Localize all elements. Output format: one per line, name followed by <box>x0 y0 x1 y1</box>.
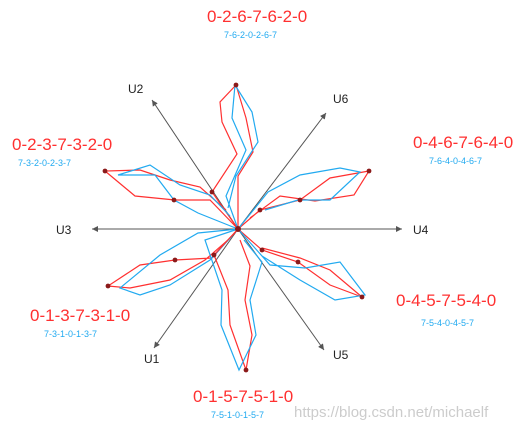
sequence-top-sub: 7-6-2-0-2-6-7 <box>224 30 278 40</box>
axis-label-u5: U5 <box>333 348 349 362</box>
sequence-upper-left-sub: 7-3-2-0-2-3-7 <box>18 158 72 168</box>
sequence-bottom-main: 0-1-5-7-5-1-0 <box>193 387 294 406</box>
axis-label-u4: U4 <box>413 223 429 237</box>
vertex-node <box>297 197 303 203</box>
sequence-upper-right-main: 0-4-6-7-6-4-0 <box>413 133 514 152</box>
sequence-lower-left-main: 0-1-3-7-3-1-0 <box>30 306 131 325</box>
vertex-node <box>257 207 263 213</box>
vertex-node <box>171 197 177 203</box>
sequence-upper-right-sub: 7-6-4-0-4-6-7 <box>429 156 483 166</box>
path-lower-right-sub <box>237 228 367 301</box>
sequence-lower-right-main: 0-4-5-7-5-4-0 <box>396 291 497 310</box>
vertex-node <box>211 252 217 258</box>
vertex-node <box>172 257 178 263</box>
vertex-node <box>259 247 265 253</box>
sequence-lower-left-sub: 7-3-1-0-1-3-7 <box>44 329 98 339</box>
path-upper-left-sub <box>117 164 239 230</box>
sequence-bottom-sub: 7-5-1-0-1-5-7 <box>211 410 265 420</box>
watermark: https://blog.csdn.net/michaelf <box>294 404 489 421</box>
sequence-top-main: 0-2-6-7-6-2-0 <box>207 7 308 26</box>
axis-u5 <box>237 228 325 351</box>
axis-label-u1: U1 <box>144 352 160 366</box>
axis-label-u6: U6 <box>333 92 349 106</box>
sequence-lower-right-sub: 7-5-4-0-4-5-7 <box>421 318 475 328</box>
path-lower-right-main <box>237 228 363 298</box>
vertex-node <box>105 283 111 289</box>
vertex-node <box>102 168 108 174</box>
vertex-node <box>233 82 239 88</box>
axis-u1 <box>153 228 239 349</box>
axis-label-u3: U3 <box>56 223 72 237</box>
vertex-node <box>235 226 241 232</box>
sequence-upper-left-main: 0-2-3-7-3-2-0 <box>12 135 113 154</box>
vertex-node <box>209 189 215 195</box>
path-lower-left-sub <box>118 228 239 296</box>
vertex-node <box>295 259 301 265</box>
path-top-main <box>211 83 254 230</box>
path-bottom-sub <box>204 228 263 372</box>
vertex-node <box>359 294 365 300</box>
axis-u6 <box>237 112 327 230</box>
path-upper-right-sub <box>237 167 362 230</box>
axis-label-u2: U2 <box>128 82 144 96</box>
vertex-node <box>366 168 372 174</box>
vertex-node <box>243 367 249 373</box>
